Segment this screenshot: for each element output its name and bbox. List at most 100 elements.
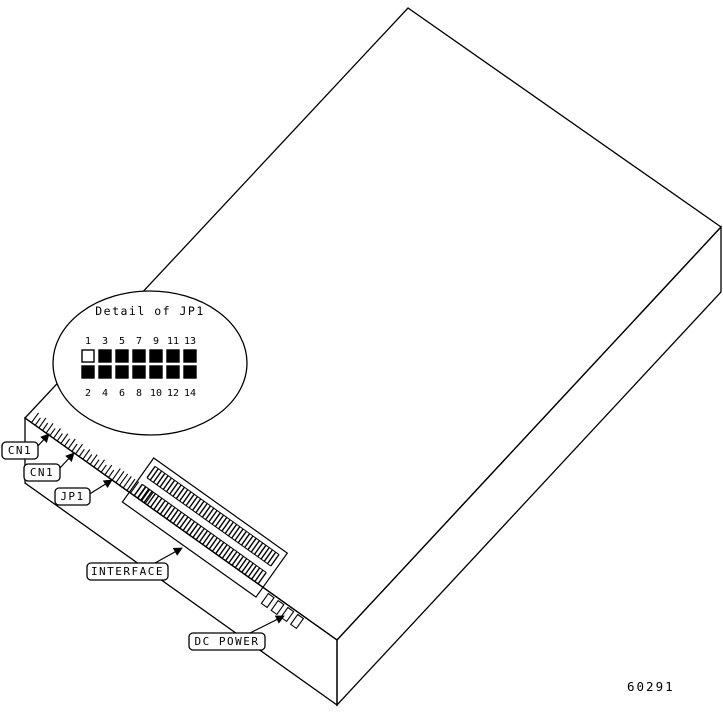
detail-title: Detail of JP1 <box>95 304 205 318</box>
jp1-pin-number: 14 <box>184 388 196 399</box>
interface-pin <box>234 555 244 569</box>
callout-jp1: JP1 <box>54 479 113 506</box>
interface-pin <box>156 472 166 486</box>
jp1-pin-filled <box>132 365 146 379</box>
interface-pin <box>257 544 267 558</box>
interface-pin <box>201 505 212 518</box>
callout-cn1-b: CN1 <box>23 452 75 482</box>
jp1-pin-filled <box>149 349 163 363</box>
interface-pin <box>166 507 176 520</box>
interface-pin <box>208 510 218 523</box>
jp1-pin-filled <box>166 349 180 363</box>
jp1-pin-number: 10 <box>150 388 162 399</box>
cn1-jp1-pin <box>31 412 39 423</box>
jp1-pin-number: 4 <box>102 388 108 399</box>
interface-pin <box>172 484 182 497</box>
interface-pin <box>221 546 231 559</box>
cn1-jp1-pin <box>108 469 115 478</box>
interface-pin <box>231 526 241 539</box>
leader-line <box>57 452 75 471</box>
drive-front-right-face <box>336 225 722 707</box>
interface-band-border <box>154 465 280 555</box>
cn1-jp1-pin <box>86 454 93 463</box>
interface-pin <box>237 558 248 571</box>
jp1-pin-open <box>81 349 95 363</box>
jp1-pin-filled <box>183 365 197 379</box>
callout-cn1-a: CN1 <box>1 433 50 460</box>
interface-pin <box>175 486 185 500</box>
callout-label: DC POWER <box>195 635 260 648</box>
interface-pin <box>253 542 264 555</box>
callout-box <box>23 463 61 482</box>
cn1-jp1-pin <box>75 443 83 455</box>
interface-pin <box>211 539 222 552</box>
interface-pin <box>218 516 228 530</box>
interface-pin <box>185 520 196 534</box>
interface-pin <box>149 495 160 508</box>
interface-pin <box>159 475 169 488</box>
interface-pin <box>202 532 212 545</box>
interface-pin <box>140 488 150 501</box>
callout-label: JP1 <box>60 490 84 503</box>
interface-pin <box>208 537 218 550</box>
interface-pin <box>227 523 238 537</box>
cn1-jp1-pin <box>49 428 56 437</box>
interface-pin <box>214 514 225 527</box>
jp1-pin-number: 12 <box>167 388 179 399</box>
jp1-pin-filled <box>166 365 180 379</box>
cn1-jp1-pin <box>111 468 121 481</box>
interface-pin <box>172 511 182 525</box>
cn1-jp1-pin <box>60 433 69 444</box>
cn1-jp1-pin <box>144 491 154 504</box>
interface-pin <box>237 530 247 544</box>
interface-pin <box>257 572 267 585</box>
jp1-detail-bubble <box>52 290 248 436</box>
interface-pin <box>244 562 254 576</box>
interface-pin <box>162 504 173 518</box>
interface-pin <box>182 518 192 531</box>
callout-box <box>54 487 91 506</box>
edge-connectors <box>31 412 305 630</box>
interface-pin <box>198 530 209 543</box>
interface-pin <box>244 535 254 548</box>
callout-label: INTERFACE <box>91 565 164 578</box>
cn1-jp1-pin <box>93 459 100 468</box>
interface-pin <box>149 468 159 481</box>
jp1-pin-number: 7 <box>136 336 142 347</box>
interface-pin <box>143 490 153 504</box>
jp1-pin-filled <box>149 365 163 379</box>
dc-power-pin <box>289 613 305 630</box>
jp1-pin-number: 9 <box>153 336 159 347</box>
jp1-pin-number: 5 <box>119 336 125 347</box>
figure-number: 60291 <box>627 679 675 694</box>
dc-power-pin <box>270 599 285 616</box>
interface-pin <box>205 507 215 521</box>
leader-line <box>154 547 183 564</box>
interface-pin <box>146 493 156 506</box>
cn1-jp1-pin <box>119 473 129 486</box>
cn1-jp1-pin <box>53 428 61 439</box>
callout-dc-power: DC POWER <box>188 615 285 651</box>
interface-pin <box>156 500 166 513</box>
interface-pin <box>195 500 205 514</box>
callout-label: CN1 <box>30 466 54 479</box>
callout-interface: INTERFACE <box>86 547 183 581</box>
cn1-jp1-pin <box>115 470 125 484</box>
cn1-jp1-pin <box>38 417 47 429</box>
jp1-pin-number: 2 <box>85 388 91 399</box>
cn1-jp1-pin <box>64 438 71 447</box>
interface-pin <box>179 489 189 502</box>
interface-pin <box>162 477 172 490</box>
interface-pin <box>136 486 147 499</box>
interface-pin <box>247 537 257 551</box>
jp1-pin-filled <box>81 365 95 379</box>
jp1-pin-filled <box>183 349 197 363</box>
interface-pin <box>218 544 228 557</box>
interface-pin <box>240 533 251 546</box>
interface-pin <box>231 553 241 566</box>
interface-pin <box>224 521 234 534</box>
interface-pin <box>188 496 199 509</box>
cn1-jp1-pin <box>78 448 85 457</box>
